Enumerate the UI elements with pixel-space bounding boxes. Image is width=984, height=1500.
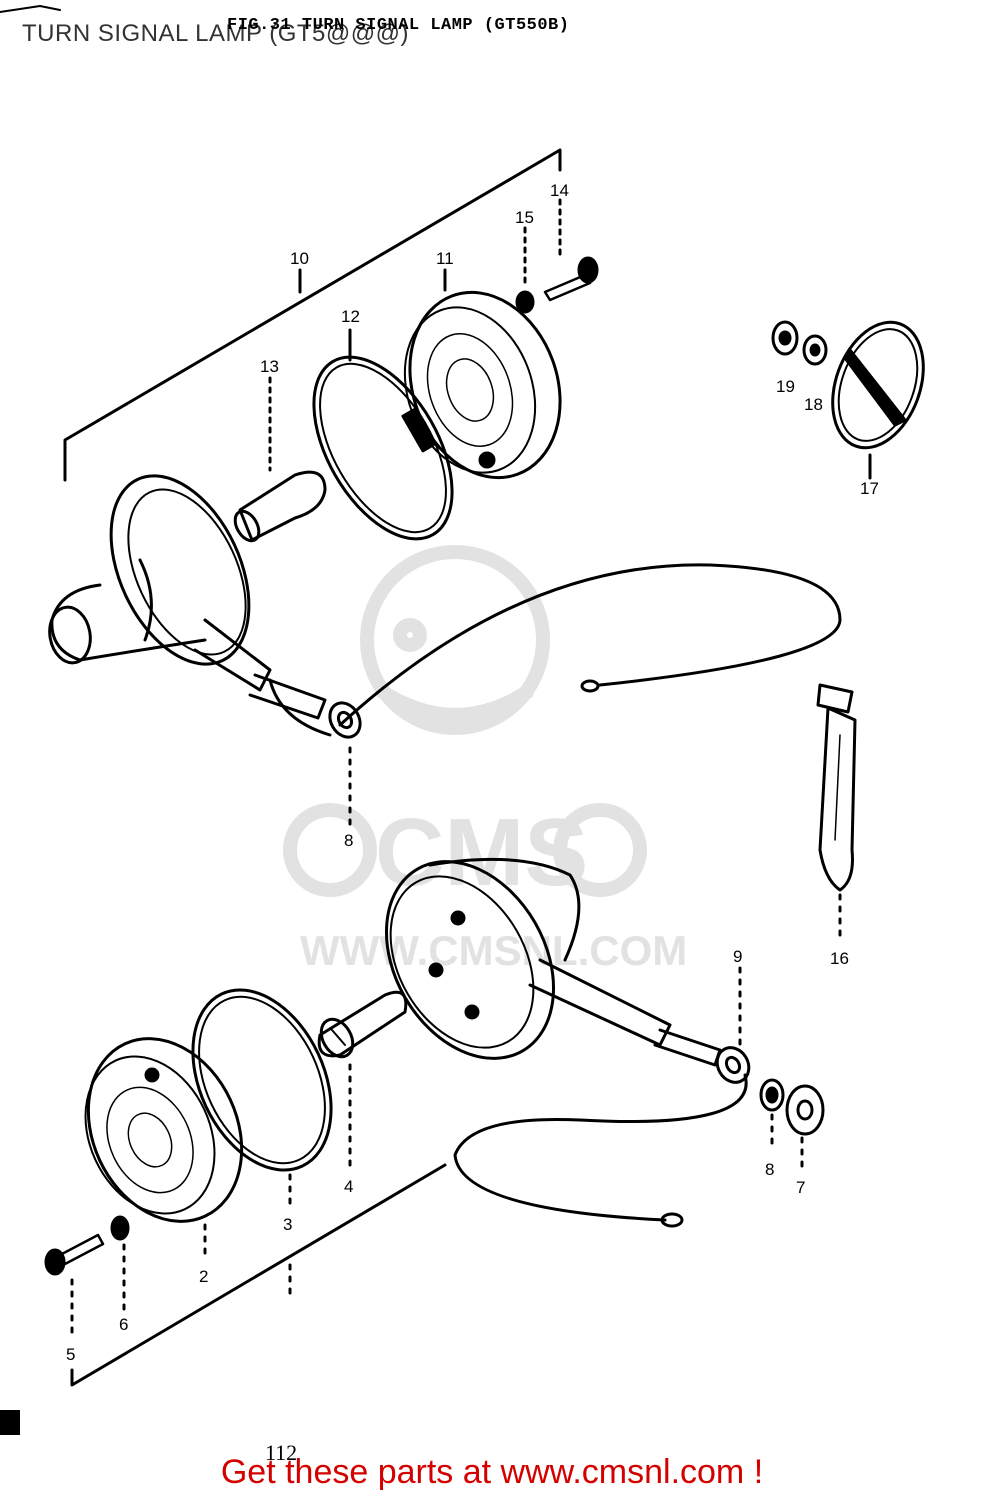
part-16-lamp (816, 683, 857, 892)
lower-lens-gasket-inner (198, 995, 326, 1165)
upper-lamp-housing (48, 474, 327, 720)
lower-wire-terminal (660, 1212, 684, 1228)
callout-8-lower: 8 (765, 1160, 774, 1179)
callout-18: 18 (804, 395, 823, 414)
printed-heading: FIG.31 TURN SIGNAL LAMP (GT550B) (227, 16, 570, 35)
callout-2: 2 (199, 1267, 208, 1286)
callout-14: 14 (550, 181, 569, 200)
lower-washer-7 (785, 1084, 825, 1136)
callout-8-upper: 8 (344, 831, 353, 850)
lower-washer-8 (759, 1078, 785, 1112)
lower-lamp-wire (453, 1073, 748, 1222)
lower-lens-screw (44, 1233, 105, 1276)
upper-lens (401, 290, 562, 480)
callout-5: 5 (66, 1345, 75, 1364)
callout-6: 6 (119, 1315, 128, 1334)
lower-lens-gasket (191, 988, 333, 1172)
lower-assembly-bracket (70, 1163, 447, 1387)
callout-19: 19 (776, 377, 795, 396)
watermark-wrench-left (283, 803, 377, 897)
upper-nut (328, 701, 362, 739)
page-title-text: TURN SIGNAL LAMP (GT5@@@) (22, 20, 409, 47)
callout-16: 16 (830, 949, 849, 968)
watermark-logo-head (360, 545, 550, 735)
reflector-washer-18 (802, 334, 828, 366)
upper-lens-screw (543, 256, 599, 302)
lower-lens-washer (110, 1215, 130, 1241)
upper-lens-gasket (312, 355, 454, 541)
callout-numbers: 10 11 12 13 14 15 19 18 17 8 16 9 4 3 2 … (66, 181, 879, 1364)
cms-watermark (283, 545, 647, 897)
scan-mark-top-left (0, 5, 61, 13)
callout-10: 10 (290, 249, 309, 268)
watermark-logo-mouth (376, 684, 534, 722)
callout-15: 15 (515, 208, 534, 227)
watermark-logo-eye (393, 618, 427, 652)
upper-lens-washer (515, 290, 535, 314)
lower-lens (84, 1037, 244, 1223)
callout-4: 4 (344, 1177, 353, 1196)
watermark-url: WWW.CMSNL.COM (300, 927, 687, 974)
callout-12: 12 (341, 307, 360, 326)
reflector-17 (831, 320, 925, 450)
page-number: 112 (265, 1440, 297, 1465)
watermark-brand: CMS (375, 799, 588, 906)
lower-nut (715, 1046, 751, 1084)
lower-bulb (317, 990, 408, 1059)
upper-wire-terminal (580, 679, 600, 693)
callout-3: 3 (283, 1215, 292, 1234)
callout-11: 11 (436, 249, 454, 268)
callout-9: 9 (733, 947, 742, 966)
scan-mark-bottom-left (0, 1410, 20, 1435)
upper-bulb (233, 470, 327, 543)
callout-7: 7 (796, 1178, 805, 1197)
upper-wire-loop (268, 678, 332, 737)
upper-lens-gasket-inner (319, 362, 447, 534)
callout-13: 13 (260, 357, 279, 376)
watermark-wrench-right (553, 803, 647, 897)
callout-17: 17 (860, 479, 879, 498)
upper-lamp-wire (338, 563, 842, 727)
get-parts-link[interactable]: Get these parts at www.cmsnl.com ! (220, 1453, 764, 1491)
reflector-washer-19 (771, 320, 799, 356)
upper-assembly-bracket (63, 148, 562, 482)
page-title: TURN SIGNAL LAMP (GT5@@@) FIG.31 TURN SI… (22, 16, 569, 48)
